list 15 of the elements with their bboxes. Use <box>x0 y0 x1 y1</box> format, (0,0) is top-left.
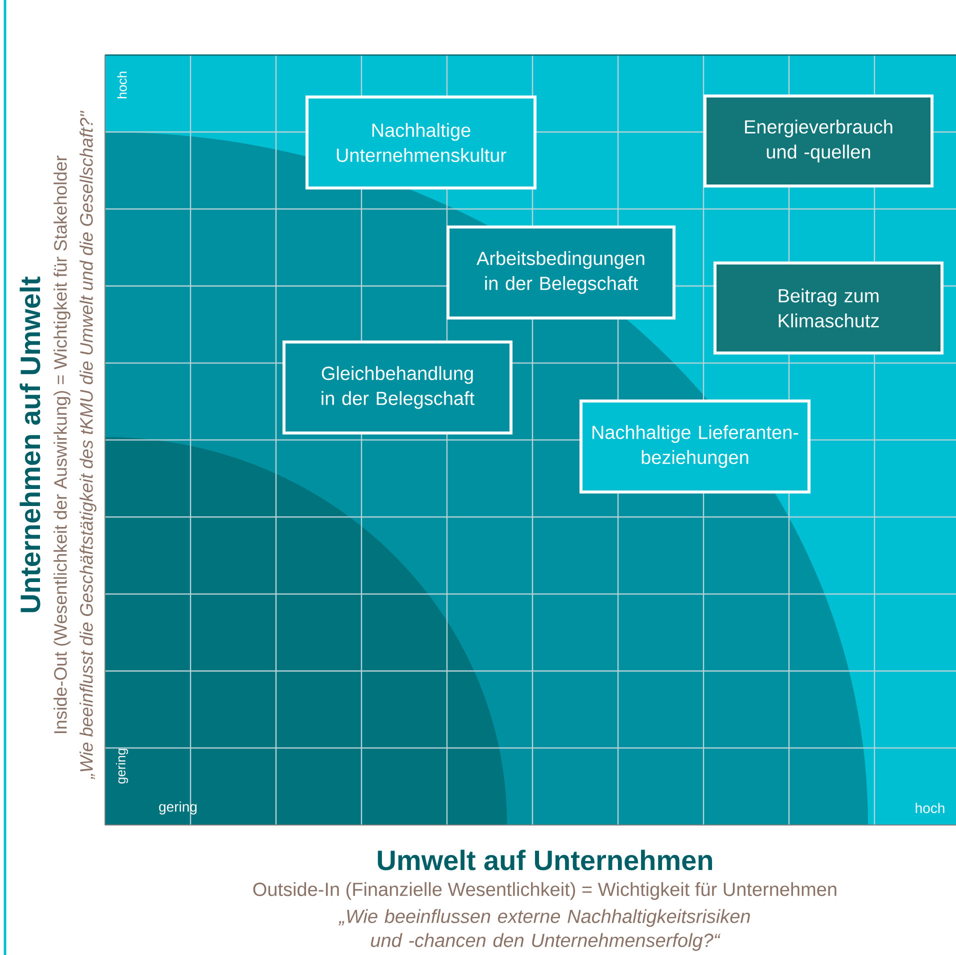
topic-box: Energieverbrauch und -quellen <box>704 94 934 188</box>
axis-subtitle: Inside-Out (Wesentlichkeit der Auswirkung) = Wichtigkeit für Stakeholder <box>54 156 70 734</box>
topic-box: Beitrag zum Klimaschutz <box>714 262 944 354</box>
topic-box: Gleichbehandlung in der Belegschaft <box>282 340 512 434</box>
axis-question: „Wie beeinflussen externe Nachhaltigkeitsrisiken und -chancen den Unternehmenserfolg?“ <box>338 909 750 951</box>
axis-title: Umwelt auf Unternehmen <box>378 850 712 870</box>
topic-box: Nachhaltige Lieferanten- beziehungen <box>580 400 810 494</box>
axis-subtitle: Outside-In (Finanzielle Wesentlichkeit) = Wichtigkeit für Unternehmen <box>253 882 836 900</box>
axis-question: „Wie beeinflusst die Geschäftstätigkeit des tKMU die Umwelt und die Gesellschaft?" <box>80 110 96 780</box>
axis-end-label: hoch <box>916 802 944 814</box>
axis-end-label: gering <box>116 748 128 784</box>
topic-box: Arbeitsbedingungen in der Belegschaft <box>446 226 676 320</box>
axis-end-label: hoch <box>117 72 127 98</box>
axis-title: Unternehmen auf Umwelt <box>20 276 40 612</box>
topic-box: Nachhaltige Unternehmenskultur <box>306 96 536 190</box>
